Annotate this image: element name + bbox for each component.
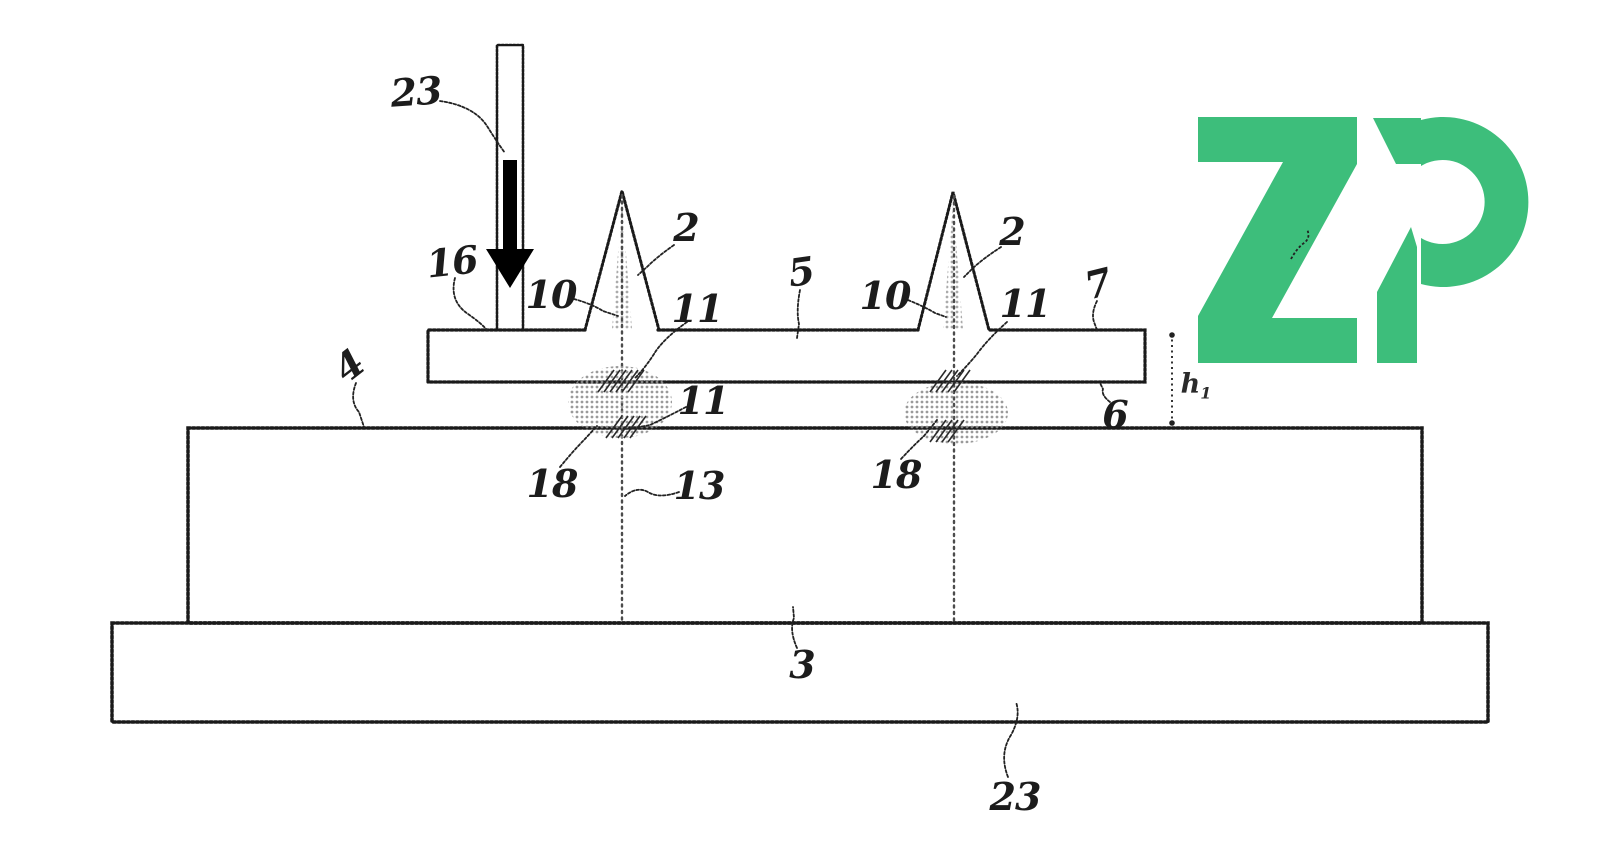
right-contact-nugget bbox=[904, 382, 1008, 444]
ref-label-2-left-spike: 2 bbox=[673, 205, 699, 250]
ref-label-6-plate-bottom: 6 bbox=[1102, 392, 1128, 437]
stray-leader-squiggle bbox=[1290, 228, 1310, 260]
press-rod bbox=[495, 43, 525, 331]
ref-label-11-right: 11 bbox=[999, 281, 1052, 326]
logo-letter-z bbox=[1198, 117, 1357, 363]
right-spike-shading bbox=[943, 204, 963, 329]
leader-13 bbox=[624, 488, 680, 497]
leader-10-right bbox=[907, 299, 947, 318]
force-arrow-head bbox=[486, 249, 534, 288]
leader-18-left bbox=[559, 425, 598, 468]
force-arrow-shaft bbox=[503, 160, 517, 252]
nugget-hatching bbox=[597, 369, 971, 443]
leader-18-right bbox=[900, 419, 938, 460]
ref-label-10-right: 10 bbox=[859, 273, 912, 318]
logo-letter-p-stem bbox=[1377, 227, 1417, 363]
left-contact-nugget bbox=[568, 366, 672, 438]
spiked-plate bbox=[426, 328, 1147, 384]
ref-label-13-axis: 13 bbox=[673, 463, 726, 508]
upper-substrate-block bbox=[186, 426, 1424, 625]
leader-11-left-upper bbox=[634, 321, 688, 379]
ref-label-16-force: 16 bbox=[424, 236, 480, 287]
dimension-label-h1-base: h bbox=[1180, 368, 1201, 400]
ref-label-11-left-lower: 11 bbox=[677, 378, 730, 423]
logo-letter-p-top bbox=[1373, 118, 1421, 164]
ref-label-3-interface: 3 bbox=[789, 642, 815, 687]
ref-label-18-left-nugget: 18 bbox=[526, 461, 579, 506]
leader-6 bbox=[1099, 382, 1111, 403]
zp-logo bbox=[1198, 116, 1529, 363]
right-spike bbox=[916, 191, 991, 332]
ref-label-18-right-nugget: 18 bbox=[870, 452, 923, 497]
left-spike bbox=[583, 185, 661, 332]
ref-label-11-left-upper: 11 bbox=[671, 286, 724, 331]
leader-2-right bbox=[963, 246, 1002, 278]
leader-4 bbox=[352, 382, 365, 428]
leader-lines bbox=[352, 100, 1111, 778]
ref-label-5-plate: 5 bbox=[785, 247, 817, 296]
leader-16 bbox=[452, 277, 488, 331]
base-plate bbox=[110, 621, 1490, 724]
leader-7 bbox=[1092, 300, 1098, 331]
leader-11-right bbox=[956, 321, 1008, 377]
logo-letter-p-bowl bbox=[1421, 116, 1529, 287]
dimension-label-h1-sub: 1 bbox=[1200, 383, 1212, 403]
ref-label-23-rod: 23 bbox=[389, 67, 443, 116]
leader-2-left bbox=[637, 244, 675, 276]
ref-label-10-left: 10 bbox=[525, 272, 578, 317]
leader-23-bottom bbox=[1003, 701, 1019, 778]
leader-5 bbox=[796, 289, 801, 339]
leader-11-left-lower bbox=[628, 406, 687, 430]
leader-23-top bbox=[439, 100, 506, 154]
ref-label-2-right-spike: 2 bbox=[999, 209, 1025, 254]
dimension-label-h1: h1 bbox=[1181, 371, 1212, 402]
leader-3 bbox=[791, 606, 798, 649]
leader-10-left bbox=[573, 298, 619, 317]
height-dimension bbox=[1169, 332, 1175, 426]
ref-label-23-base: 23 bbox=[989, 774, 1042, 819]
